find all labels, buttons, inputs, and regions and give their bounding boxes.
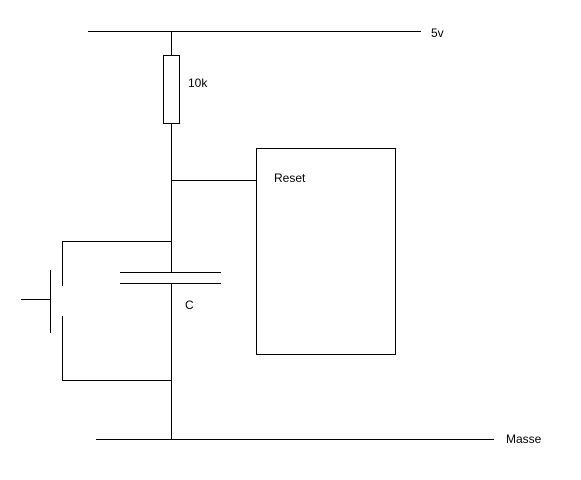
ground-label: Masse [506,432,542,446]
microcontroller-block [256,148,396,355]
reset-pin-label: Reset [274,171,306,185]
capacitor-label: C [185,298,194,312]
resistor-label: 10k [188,76,208,90]
resistor-10k [163,55,180,124]
supply-label: 5v [431,26,444,40]
